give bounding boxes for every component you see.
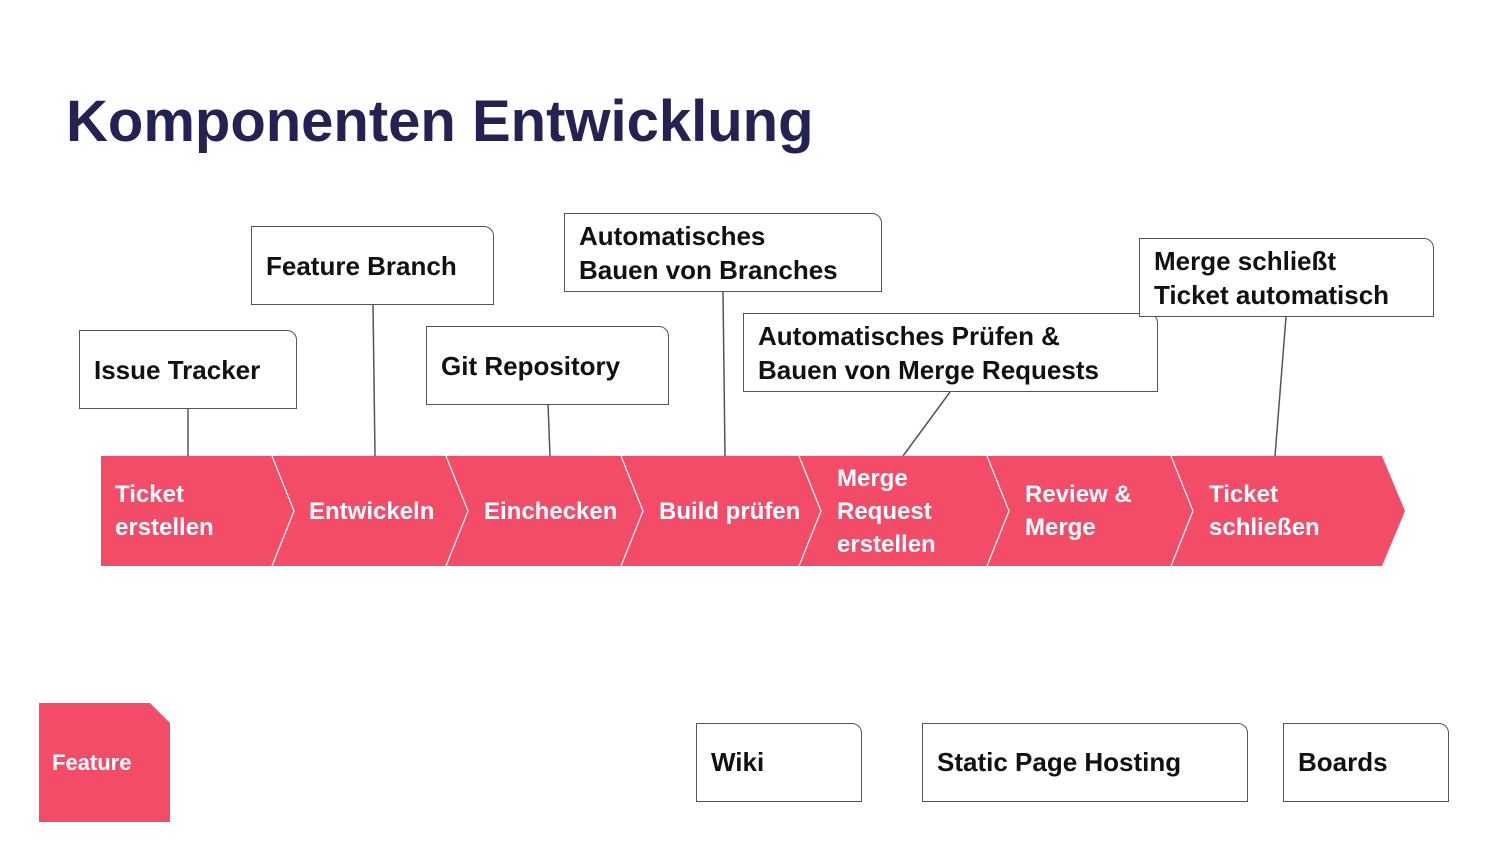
step-label-merge-request: Merge Request erstellen	[837, 465, 936, 558]
process-chevrons	[101, 456, 1405, 566]
callout-merge-closes-ticket: Merge schließt Ticket automatisch	[1139, 238, 1434, 317]
callout-auto-build-branches: Automatisches Bauen von Branches	[564, 213, 882, 292]
step-chevron-review-merge	[987, 456, 1193, 566]
callout-auto-check-merge: Automatisches Prüfen & Bauen von Merge R…	[743, 313, 1158, 392]
box-boards: Boards	[1283, 723, 1449, 802]
step-chevron-ticket-erstellen	[101, 456, 294, 566]
step-label-einchecken: Einchecken	[484, 497, 618, 525]
page-title: Komponenten Entwicklung	[66, 89, 814, 154]
box-wiki: Wiki	[696, 723, 862, 802]
step-label-build-pruefen: Build prüfen	[659, 497, 801, 525]
connector-auto-build-branches	[722, 291, 726, 457]
callout-git-repository: Git Repository	[426, 326, 669, 405]
connector-feature-branch	[372, 303, 376, 457]
callout-feature-branch: Feature Branch	[251, 226, 494, 305]
feature-legend-shape	[39, 703, 170, 822]
step-label-ticket-erstellen: Ticket erstellen	[115, 481, 214, 541]
step-chevron-entwickeln	[272, 456, 468, 566]
connector-merge-closes-ticket	[1274, 316, 1287, 457]
step-label-review-merge: Review & Merge	[1025, 481, 1132, 541]
step-chevron-ticket-schliessen	[1171, 456, 1405, 566]
step-chevron-build-pruefen	[621, 456, 821, 566]
step-label-ticket-schliessen: Ticket schließen	[1209, 481, 1320, 541]
feature-legend-label: Feature	[52, 749, 132, 775]
box-static-page-hosting: Static Page Hosting	[922, 723, 1248, 802]
step-chevron-einchecken	[446, 456, 643, 566]
callout-issue-tracker: Issue Tracker	[79, 330, 297, 409]
connector-auto-check-merge	[902, 391, 951, 457]
connector-git-repository	[547, 403, 551, 457]
step-label-entwickeln: Entwickeln	[309, 497, 435, 525]
step-chevron-merge-request	[799, 456, 1009, 566]
